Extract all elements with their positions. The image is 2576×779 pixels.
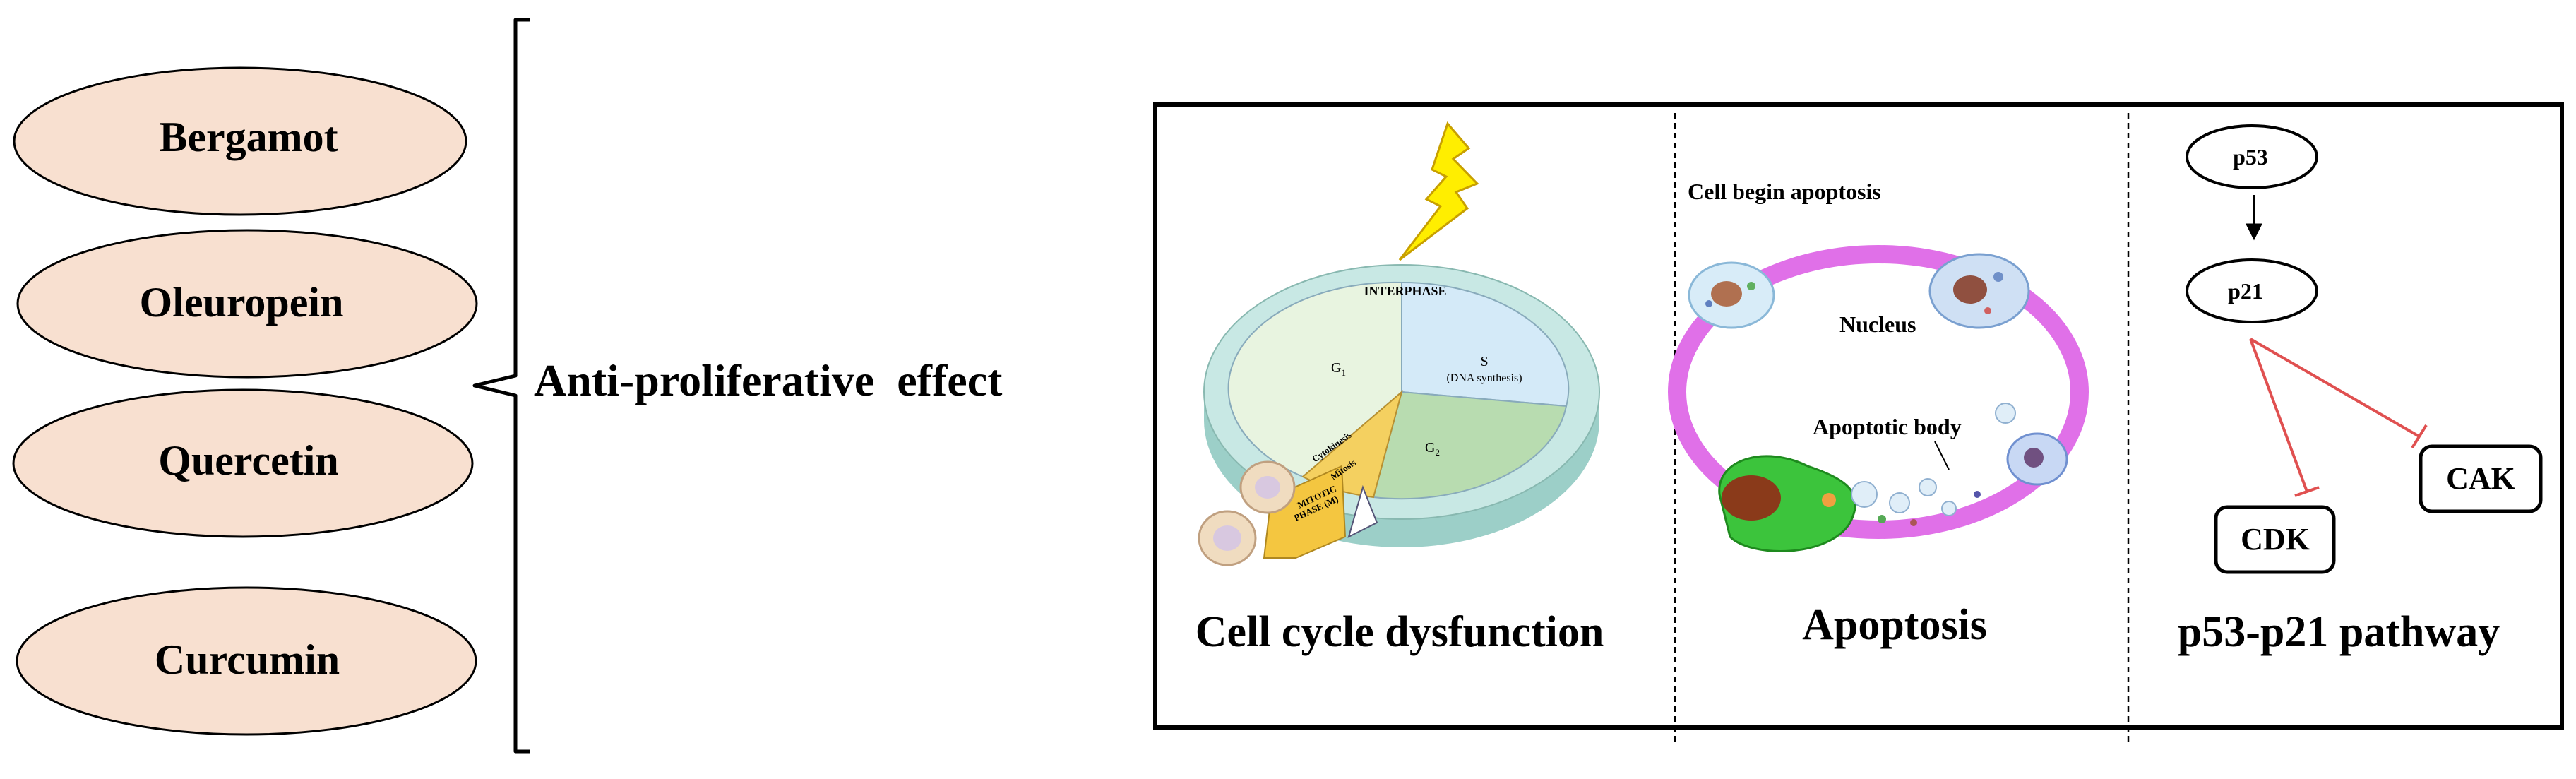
apoptotic-bodies [1851,403,2016,526]
s-label: S [1480,354,1488,369]
apoptotic-body-label: Apoptotic body [1813,414,1962,439]
g1-label: G1 [1331,360,1346,378]
g1-sector [1227,281,1402,478]
p21-inhibits-cdk [2249,338,2320,497]
pathway-panel: p53 p21 CDK CAK p53-p21 pathway [2178,124,2543,656]
cdk-node: CDK [2214,505,2336,574]
g2-sector [1372,391,1568,500]
lightning-icon [1398,121,1479,261]
s-sector [1401,281,1570,408]
apoptosis-ring [1668,245,2089,539]
p53-label: p53 [2233,144,2268,170]
p21-node: p21 [2186,258,2318,323]
effect-label: Anti-proliferative effect [534,355,1003,405]
apoptosis-panel: Cell begin apoptosis [1668,179,2089,649]
condensing-cell [1928,253,2030,329]
compound-oval-quercetin: Quercetin [12,388,474,538]
normal-cell [1688,261,1775,329]
compound-label-quercetin: Quercetin [158,437,339,484]
cdk-label: CDK [2241,522,2310,557]
p21-inhibits-cak [2249,338,2428,449]
cell-begin-apoptosis-label: Cell begin apoptosis [1688,179,1881,204]
pathway-caption: p53-p21 pathway [2178,608,2500,656]
apoptosis-caption: Apoptosis [1802,601,1987,649]
mitotic-arrow [1263,465,1347,559]
compound-oval-curcumin: Curcumin [16,586,477,736]
compound-label-bergamot: Bergamot [159,114,338,160]
nucleus-label: Nucleus [1839,311,1916,337]
cell-cycle-caption: Cell cycle dysfunction [1195,608,1604,656]
g2-label: G2 [1425,440,1440,458]
compound-label-oleuropein: Oleuropein [140,279,344,326]
dividing-cells [1198,460,1296,566]
cak-label: CAK [2446,461,2515,496]
p53-node: p53 [2186,124,2318,189]
s-sublabel: (DNA synthesis) [1446,372,1522,384]
curly-bracket [472,18,530,754]
compound-oval-oleuropein: Oleuropein [16,229,478,379]
compound-label-curcumin: Curcumin [155,636,340,683]
p21-label: p21 [2228,278,2263,304]
cell-cycle-panel: INTERPHASE G1 S (DNA synthesis) G2 Cytok… [1195,121,1604,656]
interphase-label: INTERPHASE [1364,284,1446,298]
compound-oval-bergamot: Bergamot [13,66,467,216]
cak-node: CAK [2419,444,2543,513]
fragmenting-cell [2006,432,2068,486]
